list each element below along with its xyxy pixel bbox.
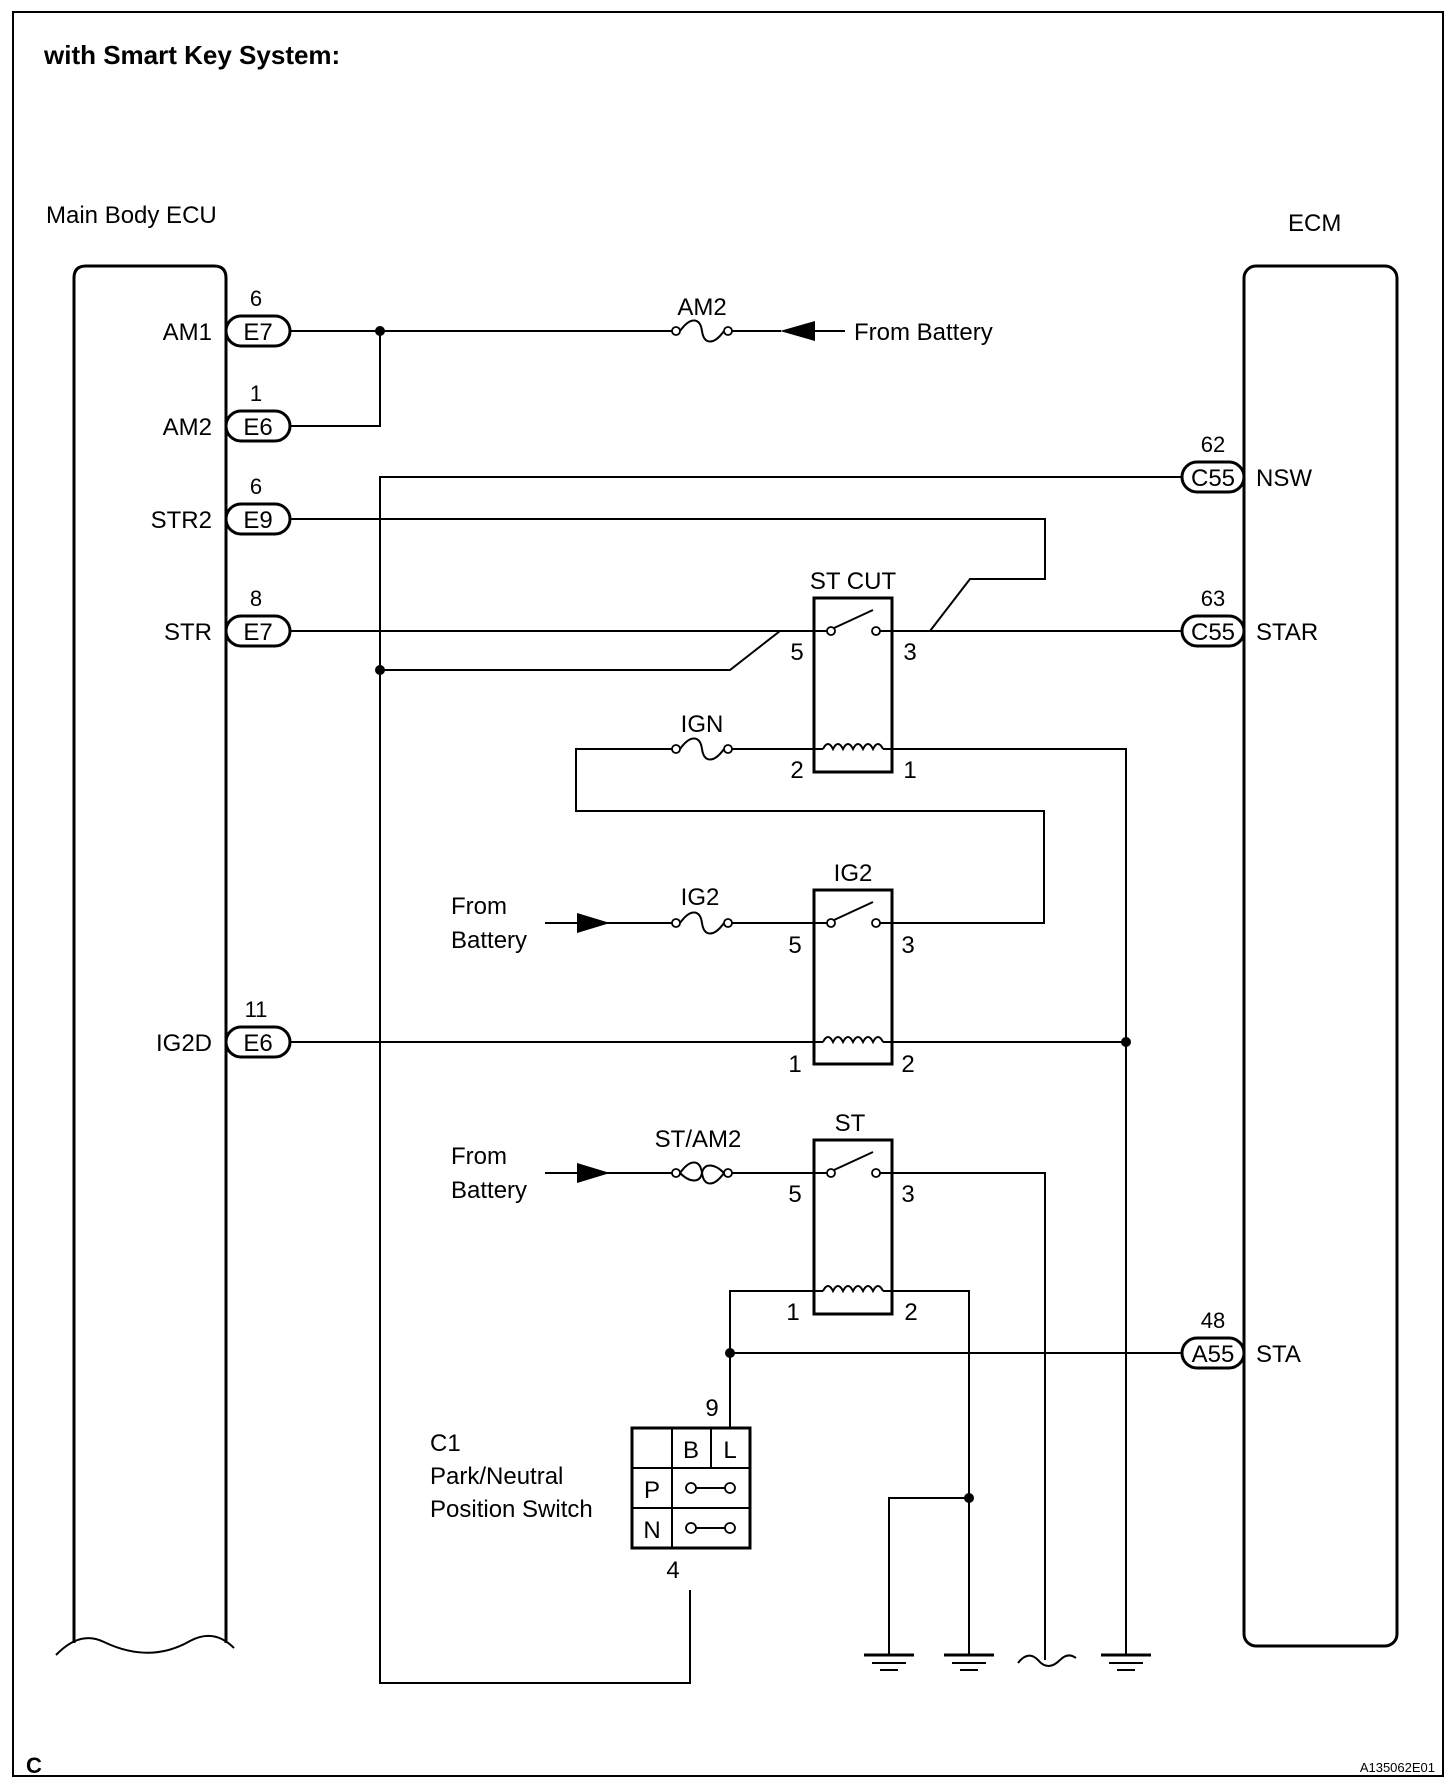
left-pin-am1: E7 6 AM1 <box>163 286 292 348</box>
pn-row-n: N <box>643 1517 660 1544</box>
connector-label: C55 <box>1191 465 1235 492</box>
relay-pin: 5 <box>790 639 803 666</box>
park-neutral-switch: B L P N 9 4 C1 Park/Neutral Position Swi… <box>430 1395 752 1584</box>
pin-number: 11 <box>245 997 268 1022</box>
ecm-label: ECM <box>1288 210 1341 237</box>
relay-label: IG2 <box>834 860 873 887</box>
relay-pin: 2 <box>790 757 803 784</box>
connector-label: E6 <box>243 1030 272 1057</box>
pn-pin-top: 9 <box>705 1395 718 1422</box>
ground-3 <box>1101 1653 1151 1671</box>
arrow-right-icon <box>577 1163 610 1183</box>
relay-label: ST CUT <box>810 568 897 595</box>
connector-label: E6 <box>243 414 272 441</box>
ground-1 <box>864 1653 914 1671</box>
pn-name-line2: Position Switch <box>430 1496 593 1523</box>
relay-st: ST 5 3 1 2 <box>786 1110 917 1326</box>
left-pin-str2: E9 6 STR2 <box>151 474 292 536</box>
wire-break-icon <box>1017 1654 1077 1667</box>
junction-dots <box>375 326 1131 1503</box>
fuse-label: AM2 <box>677 294 726 321</box>
arrow-left-icon <box>780 321 815 341</box>
relay-pin: 1 <box>788 1051 801 1078</box>
relay-pin: 3 <box>901 932 914 959</box>
pn-connector-label: C1 <box>430 1430 461 1457</box>
pin-number: 8 <box>250 586 262 611</box>
right-pin-nsw: C55 62 NSW <box>1180 432 1312 494</box>
pin-name: STR <box>164 619 212 646</box>
fuse-am2: AM2 <box>671 294 733 343</box>
figure-id: A135062E01 <box>1360 1760 1435 1775</box>
right-pin-sta: A55 48 STA <box>1180 1308 1301 1370</box>
connector-label: E7 <box>243 619 272 646</box>
from-battery-st: From Battery <box>451 1143 610 1204</box>
relay-pin: 5 <box>788 932 801 959</box>
relay-pin: 3 <box>901 1181 914 1208</box>
wires <box>290 330 1182 1684</box>
source-label-line2: Battery <box>451 1177 527 1204</box>
fuse-label: IG2 <box>681 884 720 911</box>
relay-pin: 5 <box>788 1181 801 1208</box>
pin-name: AM2 <box>163 414 212 441</box>
connector-label: C55 <box>1191 619 1235 646</box>
connector-label: A55 <box>1192 1341 1235 1368</box>
diagram-title: with Smart Key System: <box>43 40 340 70</box>
relay-label: ST <box>835 1110 866 1137</box>
footer-left-label: C <box>26 1753 42 1778</box>
pin-number: 6 <box>250 474 262 499</box>
relay-pin: 1 <box>786 1299 799 1326</box>
pn-name-line1: Park/Neutral <box>430 1463 563 1490</box>
relay-pin: 2 <box>904 1299 917 1326</box>
pin-name: AM1 <box>163 319 212 346</box>
arrow-right-icon <box>577 913 610 933</box>
pin-name: NSW <box>1256 465 1312 492</box>
fuse-label: ST/AM2 <box>655 1126 742 1153</box>
pin-name: IG2D <box>156 1030 212 1057</box>
page-frame <box>12 11 1444 1777</box>
pin-number: 62 <box>1201 432 1225 457</box>
left-pin-ig2d: E6 11 IG2D <box>156 997 292 1059</box>
ecm-box <box>1242 264 1399 1648</box>
source-label: From Battery <box>854 319 993 346</box>
left-pin-str: E7 8 STR <box>164 586 292 648</box>
main-body-ecu-box <box>72 264 228 1643</box>
pn-col-b: B <box>683 1437 699 1464</box>
from-battery-ig2: From Battery <box>451 893 610 954</box>
pin-name: STAR <box>1256 619 1318 646</box>
right-pin-star: C55 63 STAR <box>1180 586 1318 648</box>
pin-number: 48 <box>1201 1308 1225 1333</box>
main-body-ecu-label: Main Body ECU <box>46 202 217 229</box>
left-pin-am2: E6 1 AM2 <box>163 381 292 443</box>
pin-name: STA <box>1256 1341 1301 1368</box>
source-label-line1: From <box>451 1143 507 1170</box>
main-body-ecu-cut-line <box>55 1634 235 1656</box>
ground-2 <box>944 1653 994 1671</box>
fuse-st-am2: ST/AM2 <box>655 1126 742 1185</box>
pn-row-p: P <box>644 1477 660 1504</box>
pin-number: 1 <box>250 381 262 406</box>
pn-col-l: L <box>723 1437 736 1464</box>
pin-number: 6 <box>250 286 262 311</box>
connector-label: E7 <box>243 319 272 346</box>
relay-pin: 2 <box>901 1051 914 1078</box>
relay-st-cut: ST CUT 5 3 2 1 <box>790 568 916 784</box>
from-battery-top: From Battery <box>780 319 993 346</box>
source-label-line2: Battery <box>451 927 527 954</box>
relay-pin: 3 <box>903 639 916 666</box>
pin-number: 63 <box>1201 586 1225 611</box>
fuse-ig2: IG2 <box>671 884 733 935</box>
relay-pin: 1 <box>903 757 916 784</box>
fuse-ign: IGN <box>671 711 733 761</box>
source-label-line1: From <box>451 893 507 920</box>
relay-ig2: IG2 5 3 1 2 <box>788 860 914 1078</box>
fuse-label: IGN <box>681 711 724 738</box>
connector-label: E9 <box>243 507 272 534</box>
pin-name: STR2 <box>151 507 212 534</box>
pn-pin-bottom: 4 <box>666 1557 679 1584</box>
